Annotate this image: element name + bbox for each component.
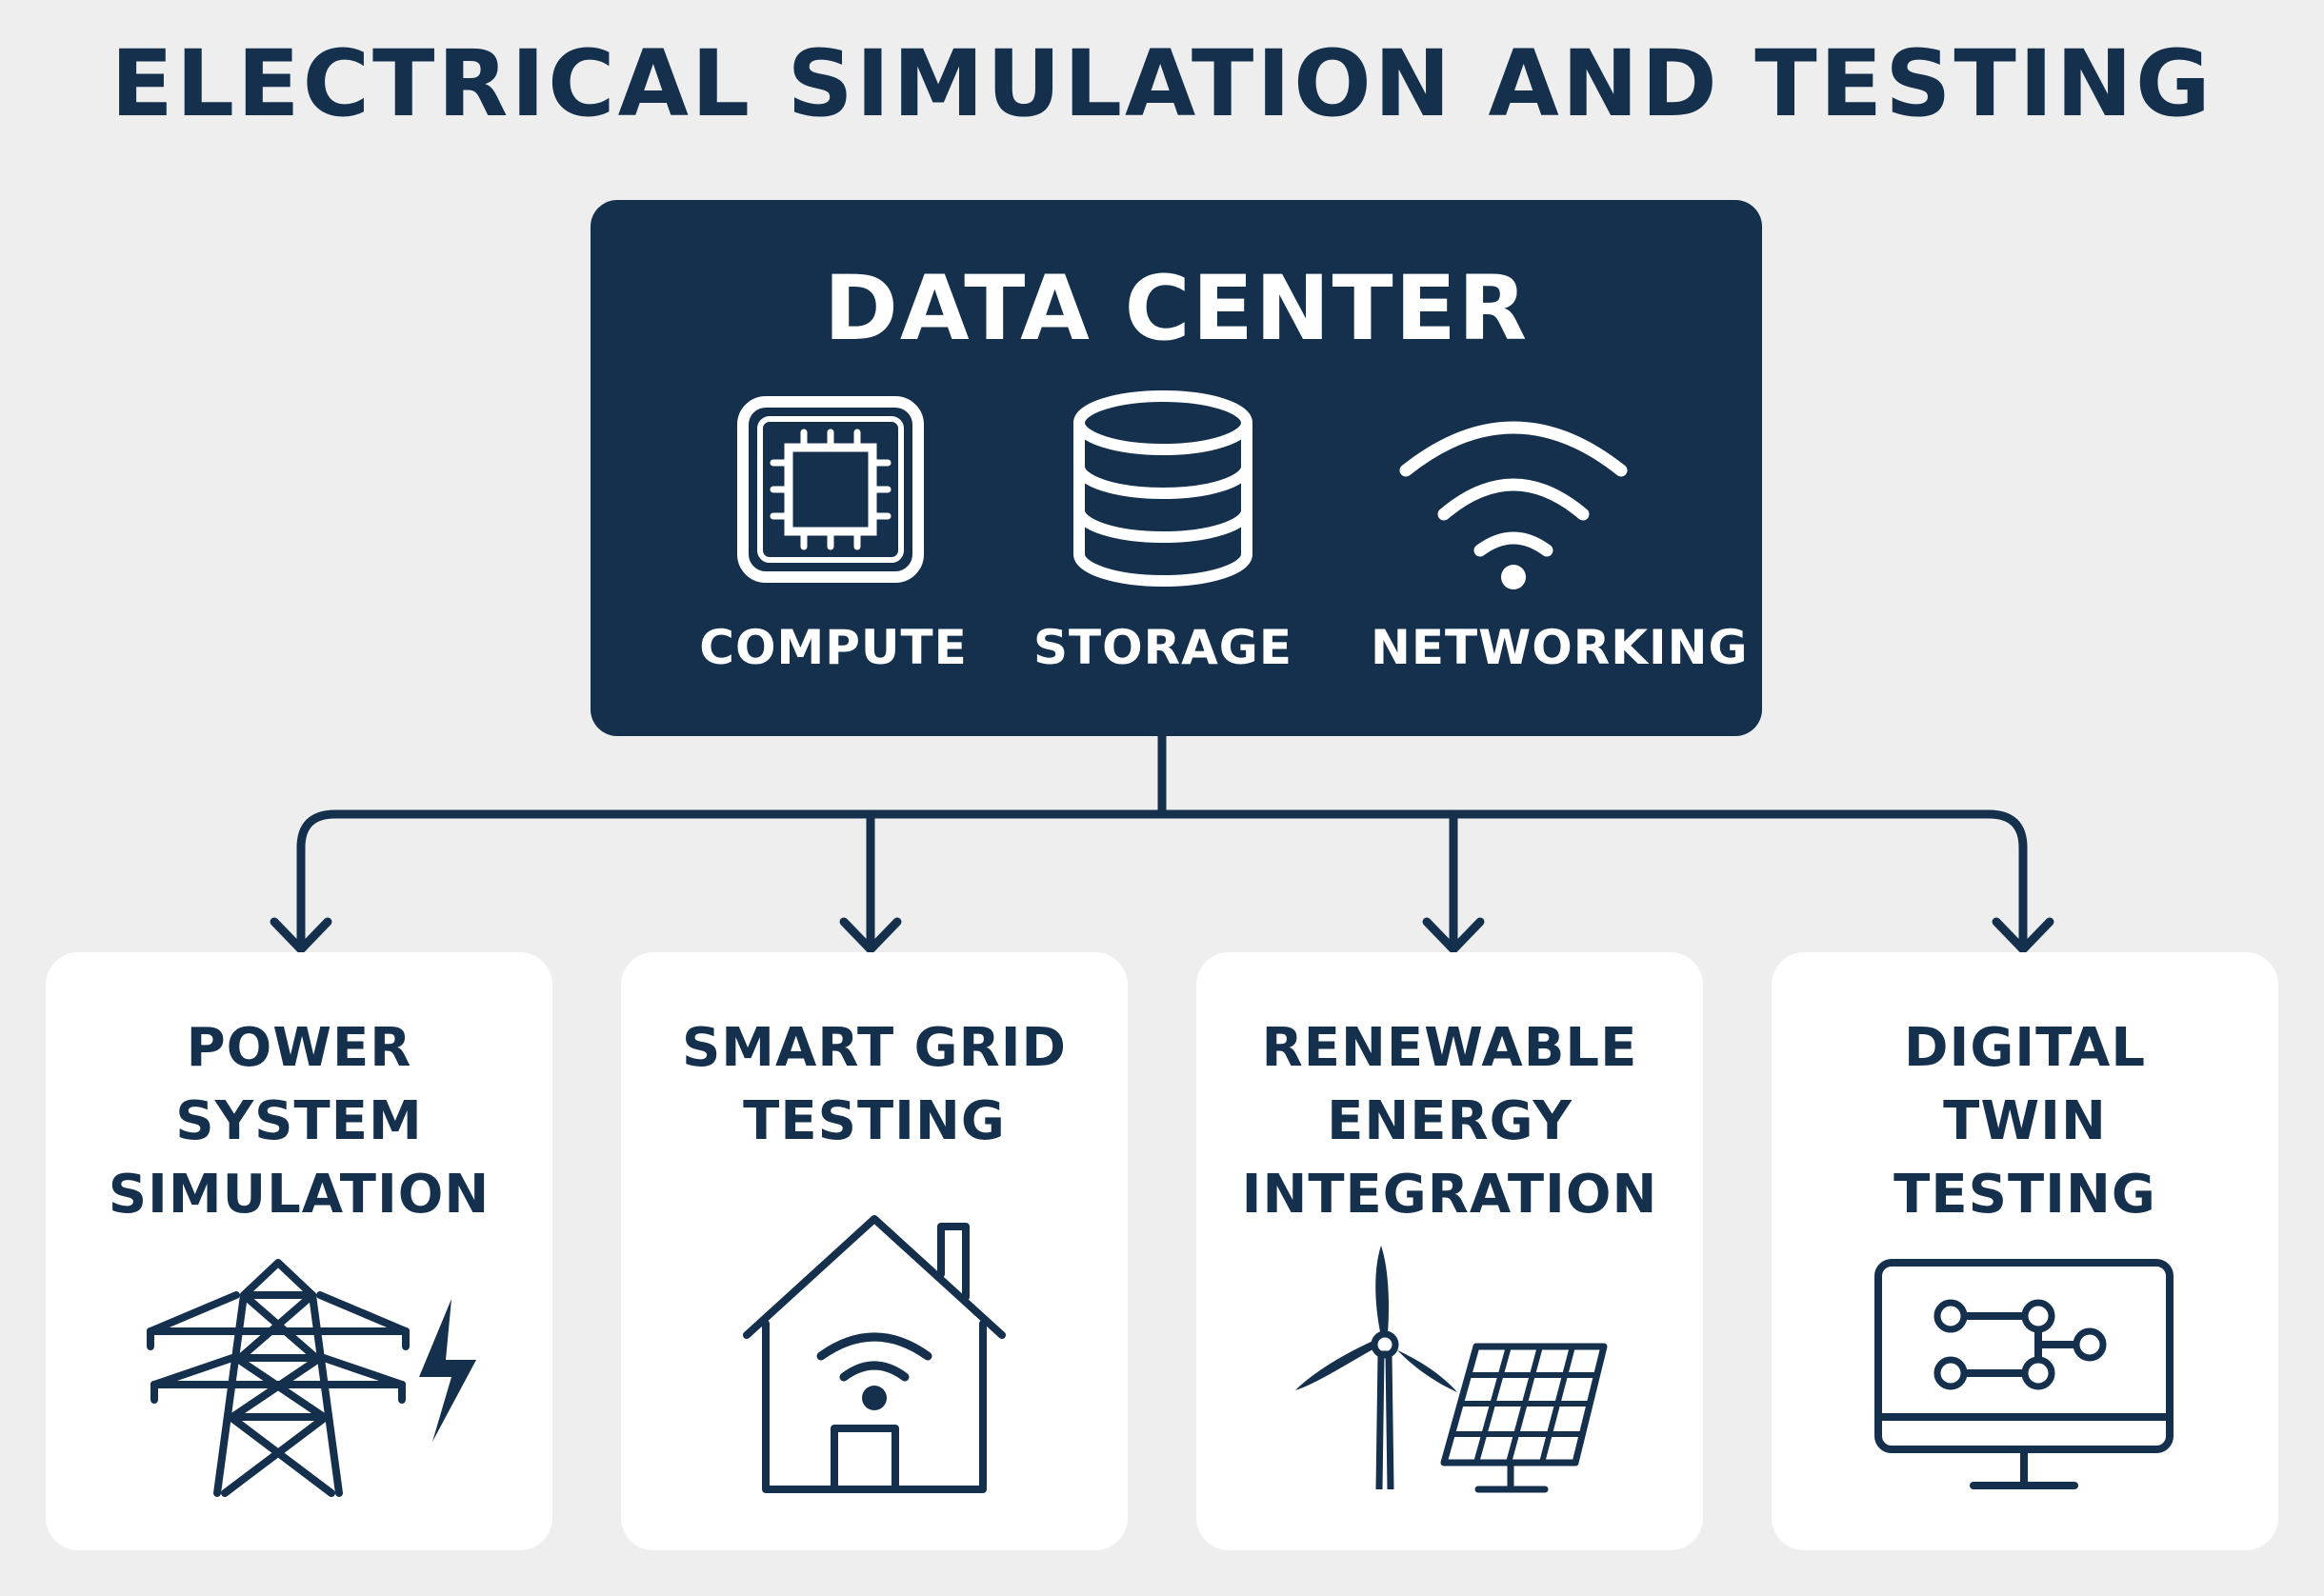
wind-turbine-solar-panel-icon <box>1295 1246 1608 1493</box>
storage-label: STORAGE <box>1032 620 1292 675</box>
wifi-signal-icon <box>1399 421 1628 589</box>
data-center-title: DATA CENTER <box>823 257 1530 361</box>
card-title: DIGITAL TWIN TESTING <box>1893 1017 2156 1226</box>
card-digital-twin-testing: DIGITAL TWIN TESTING <box>1772 952 2278 1550</box>
cpu-chip-icon <box>737 396 924 583</box>
card-title: POWER SYSTEM SIMULATION <box>108 1017 491 1226</box>
power-tower-lightning-icon <box>147 1259 476 1497</box>
compute-label: COMPUTE <box>699 620 968 675</box>
card-title: SMART GRID TESTING <box>681 1017 1068 1152</box>
smart-home-icon <box>743 1215 1006 1493</box>
card-smart-grid-testing: SMART GRID TESTING <box>621 952 1128 1550</box>
monitor-network-icon <box>1874 1259 2174 1489</box>
diagram-title: ELECTRICAL SIMULATION AND TESTING <box>110 30 2214 137</box>
networking-label: NETWORKING <box>1371 620 1749 675</box>
database-icon <box>1073 390 1252 587</box>
card-renewable-energy-integration: RENEWABLE ENERGY INTEGRATION <box>1196 952 1703 1550</box>
data-center-box: DATA CENTER COMPUTE STORAGE NETWORKING <box>591 200 1762 736</box>
card-title: RENEWABLE ENERGY INTEGRATION <box>1241 1017 1658 1226</box>
card-power-system-simulation: POWER SYSTEM SIMULATION <box>46 952 552 1550</box>
